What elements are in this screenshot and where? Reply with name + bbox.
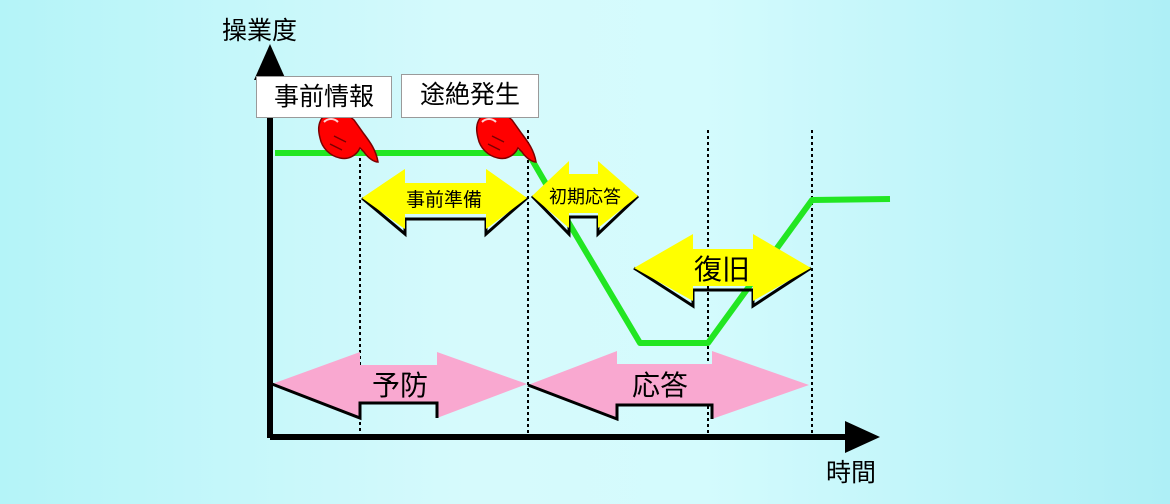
recovery-label: 復旧 — [694, 253, 750, 286]
x-axis-arrowhead — [845, 421, 880, 453]
pointing-hand-icon — [317, 112, 379, 163]
y-axis-label: 操業度 — [222, 16, 297, 45]
prevention-arrow-shape — [272, 352, 527, 418]
outage-callout: 途絶発生 — [401, 74, 539, 118]
recovery-arrow: 復旧 — [633, 234, 812, 309]
preparation-label: 事前準備 — [406, 189, 482, 211]
preparation-arrow: 事前準備 — [361, 169, 528, 238]
axes: 操業度 時間 — [222, 16, 880, 487]
response-shadow — [527, 383, 714, 422]
initial-response-shadow — [530, 194, 640, 238]
band-arrow-shadows — [271, 382, 714, 422]
advance-info-callout: 事前情報 — [256, 76, 392, 118]
response-label: 応答 — [632, 369, 688, 402]
initial-response-arrow-shape — [532, 161, 638, 228]
preparation-shadow — [361, 196, 528, 238]
initial-response-arrow: 初期応答 — [530, 161, 640, 238]
prevention-arrow: 予防 — [272, 352, 527, 418]
initial-response-label: 初期応答 — [549, 187, 621, 208]
response-arrow-shape — [528, 351, 809, 419]
x-axis-label: 時間 — [826, 458, 876, 487]
preparation-arrow-face — [362, 169, 527, 229]
y-axis-arrowhead — [254, 44, 286, 80]
pointing-hand-icon — [475, 112, 537, 163]
recovery-arrow-shape — [634, 234, 811, 301]
recovery-shadow — [633, 266, 812, 309]
response-arrow: 応答 — [528, 351, 809, 419]
prevention-shadow — [271, 382, 439, 421]
prevention-label: 予防 — [372, 369, 428, 402]
